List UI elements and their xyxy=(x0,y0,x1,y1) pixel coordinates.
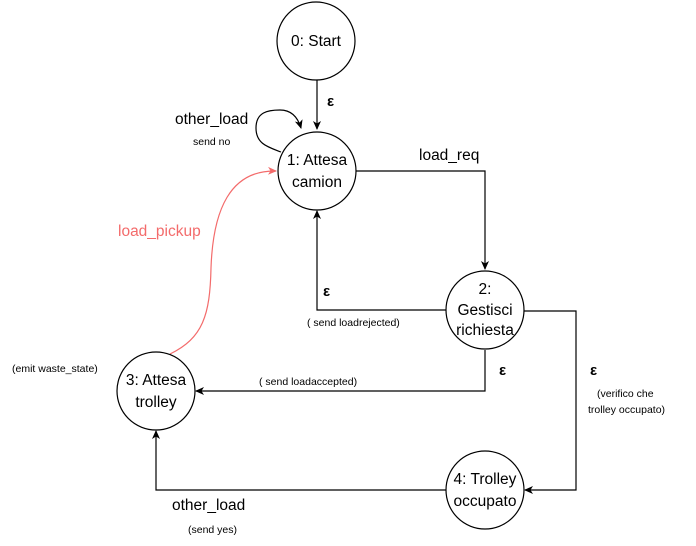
label-other-load-yes-action: (send yes) xyxy=(188,524,237,536)
state-3-attesa-trolley[interactable]: 3: Attesa trolley xyxy=(116,351,196,431)
label-occupato-action-line2: trolley occupato) xyxy=(588,404,665,416)
label-accepted-action: ( send loadaccepted) xyxy=(259,376,357,388)
label-start-to-camion-epsilon: ε xyxy=(327,93,334,110)
state-0-start[interactable]: 0: Start xyxy=(276,1,356,81)
state-3-label-line1: 3: Attesa xyxy=(126,372,187,389)
edge-gestisci-to-attesa-trolley xyxy=(195,350,486,395)
label-self-loop-event: other_load xyxy=(175,111,248,128)
state-1-label-line2: camion xyxy=(292,174,342,191)
label-load-req: load_req xyxy=(419,147,479,164)
label-accepted-epsilon: ε xyxy=(499,362,506,379)
state-2-label-line2: Gestisci xyxy=(457,302,512,319)
state-4-label-line1: 4: Trolley xyxy=(454,471,517,488)
state-4-label-line2: occupato xyxy=(454,493,517,510)
state-3-label-line2: trolley xyxy=(135,394,177,411)
label-other-load-yes-event: other_load xyxy=(172,497,245,514)
state-1-label-line1: 1: Attesa xyxy=(287,152,348,169)
state-4-trolley-occupato[interactable]: 4: Trolley occupato xyxy=(445,450,525,530)
label-occupato-action-line1: (verifico che xyxy=(597,388,654,400)
label-load-pickup: load_pickup xyxy=(118,223,201,240)
state-2-gestisci-richiesta[interactable]: 2: Gestisci richiesta xyxy=(445,270,525,350)
edge-attesa-trolley-to-attesa-camion xyxy=(169,166,277,355)
state-0-label: 0: Start xyxy=(291,33,342,50)
edge-gestisci-to-trolley-occupato xyxy=(524,310,577,494)
edge-gestisci-to-attesa-camion xyxy=(313,210,446,311)
state-2-label-line1: 2: xyxy=(479,281,492,298)
state-1-attesa-camion[interactable]: 1: Attesa camion xyxy=(277,131,357,211)
label-emit-waste-state: (emit waste_state) xyxy=(12,363,98,375)
edge-attesa-camion-to-gestisci xyxy=(356,170,489,270)
label-self-loop-action: send no xyxy=(193,136,231,148)
label-occupato-epsilon: ε xyxy=(590,362,597,379)
state-2-label-line3: richiesta xyxy=(456,322,514,339)
label-rejected-action: ( send loadrejected) xyxy=(307,317,400,329)
edge-attesa-camion-self-loop xyxy=(255,109,303,153)
label-rejected-epsilon: ε xyxy=(323,283,330,300)
edge-trolley-occupato-to-attesa-trolley xyxy=(152,430,446,491)
